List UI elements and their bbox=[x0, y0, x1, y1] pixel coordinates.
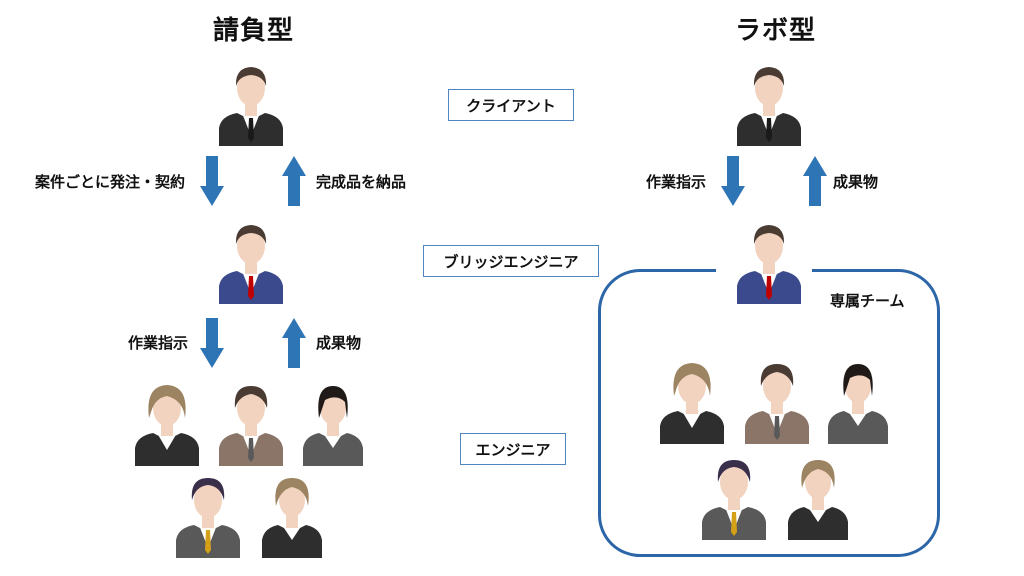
bridge-engineer-person-icon bbox=[737, 225, 801, 304]
left-order-contract-label: 案件ごとに発注・契約 bbox=[35, 173, 186, 191]
arrow-up-icon bbox=[803, 156, 827, 206]
right-title: ラボ型 bbox=[735, 16, 817, 46]
client-person-icon bbox=[737, 67, 801, 146]
engineer-person-icon bbox=[135, 385, 199, 466]
left-delivery-label: 完成品を納品 bbox=[316, 173, 407, 191]
engineer-person-icon bbox=[219, 386, 283, 466]
team-engineer-person-icon bbox=[828, 364, 888, 444]
team-engineer-person-icon bbox=[660, 363, 724, 444]
engineer-person-icon bbox=[303, 386, 363, 466]
dedicated-team-label: 専属チーム bbox=[830, 292, 905, 310]
arrow-down-icon bbox=[721, 156, 745, 206]
role-client-box: クライアント bbox=[448, 89, 574, 121]
left-title: 請負型 bbox=[213, 16, 295, 46]
team-engineer-person-icon bbox=[745, 364, 809, 444]
left-deliverable-label: 成果物 bbox=[316, 334, 362, 352]
arrow-down-icon bbox=[200, 156, 224, 206]
left-work-instruction-label: 作業指示 bbox=[128, 334, 189, 352]
right-deliverable-label: 成果物 bbox=[833, 173, 879, 191]
team-engineer-person-icon bbox=[702, 460, 766, 540]
client-person-icon bbox=[219, 67, 283, 146]
bridge-engineer-person-icon bbox=[219, 225, 283, 304]
engineer-person-icon bbox=[262, 478, 322, 558]
engineer-person-icon bbox=[176, 478, 240, 558]
team-engineer-person-icon bbox=[788, 460, 848, 540]
arrow-down-icon bbox=[200, 318, 224, 368]
role-engineer-box: エンジニア bbox=[460, 433, 566, 465]
role-bridge-engineer-box: ブリッジエンジニア bbox=[423, 245, 599, 277]
right-work-instruction-label: 作業指示 bbox=[646, 173, 707, 191]
arrow-up-icon bbox=[282, 156, 306, 206]
arrow-up-icon bbox=[282, 318, 306, 368]
